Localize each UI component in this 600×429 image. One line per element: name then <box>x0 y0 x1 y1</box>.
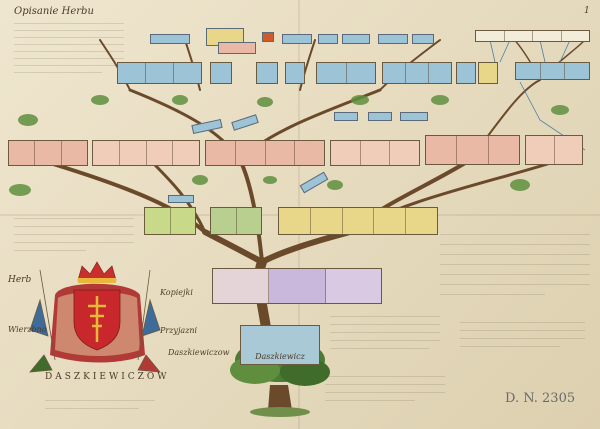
top-tag <box>318 34 338 44</box>
right-notes-side <box>460 318 585 358</box>
mid-tag <box>334 112 358 121</box>
root-box-name: Daszkiewicz <box>255 351 305 361</box>
sheet-number: 1 <box>584 6 590 16</box>
right-notes-upper <box>440 228 590 300</box>
generation-box-pink <box>330 140 420 166</box>
arms-flags-icon <box>29 269 161 373</box>
top-tag <box>218 42 256 54</box>
sheet-heading: Opisanie Herbu <box>14 6 94 17</box>
top-tag <box>150 34 190 44</box>
generation-box-blue <box>316 62 376 84</box>
upper-right-row <box>475 30 590 42</box>
generation-box-pink <box>92 140 200 166</box>
generation-box-pink <box>8 140 88 166</box>
generation-box-pink <box>425 135 520 165</box>
generation-box-pink <box>205 140 325 166</box>
top-tag <box>378 34 408 44</box>
top-tag <box>342 34 370 44</box>
mid-tag <box>368 112 392 121</box>
heading-description-lines <box>14 20 124 75</box>
generation-box-green <box>210 207 262 235</box>
generation-box-pink <box>525 135 583 165</box>
root-box: Daszkiewicz <box>240 325 320 365</box>
right-notes-lower <box>325 372 445 412</box>
generation-box-blue <box>117 62 202 84</box>
left-word-daszkiewiczow: Daszkiewiczow <box>168 348 230 357</box>
generation-box-yellow <box>278 207 438 235</box>
generation-box-blue <box>256 62 278 84</box>
family-name-banner: DASZKIEWICZOW <box>45 372 170 382</box>
top-tag <box>262 32 274 42</box>
left-word-herb: Herb <box>8 275 32 285</box>
left-notes-middle <box>14 214 134 259</box>
leaf-clusters <box>9 95 569 196</box>
generation-box-blue <box>515 62 590 80</box>
generation-box-blue <box>210 62 232 84</box>
right-notes-middle <box>330 312 440 362</box>
lower-tag <box>168 195 194 203</box>
generation-box-blue <box>456 62 476 84</box>
generation-box-blue <box>382 62 452 84</box>
arms-crown-icon <box>77 261 117 283</box>
generation-box-green <box>144 207 196 235</box>
left-word-wierzbno: Wierzbno <box>8 325 47 334</box>
top-tag <box>412 34 434 44</box>
archive-mark: D. N. 2305 <box>505 391 576 406</box>
left-word-kopiejki: Kopiejki <box>160 288 193 297</box>
generation-box-blue <box>285 62 305 84</box>
mid-tag <box>400 112 428 121</box>
generation-box-yellow <box>478 62 498 84</box>
bottom-left-note <box>45 396 155 416</box>
top-tag <box>282 34 312 44</box>
left-word-przyjazni: Przyjazni <box>160 326 198 335</box>
generation-box-parents <box>212 268 382 304</box>
arms-shield-icon <box>73 289 121 351</box>
